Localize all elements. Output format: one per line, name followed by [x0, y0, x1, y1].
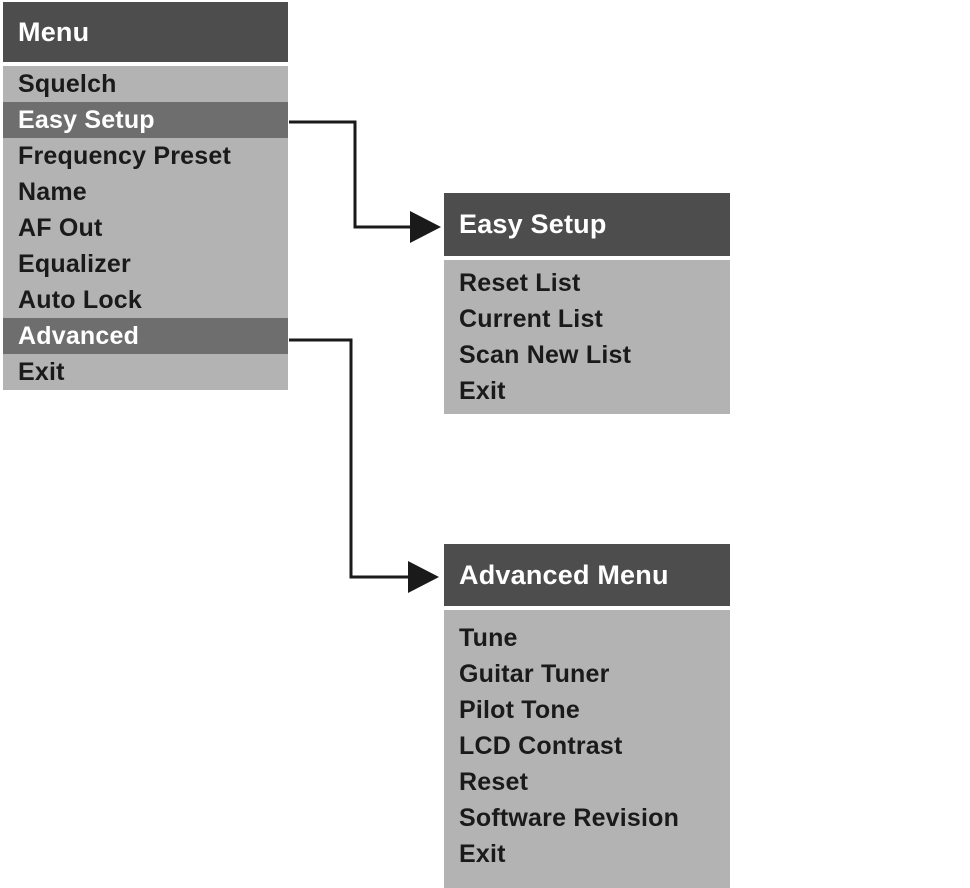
advanced-item-lcd-contrast[interactable]: LCD Contrast [459, 732, 623, 760]
arrowhead-easy-setup [410, 211, 441, 243]
arrow-advanced [289, 338, 439, 593]
easy-setup-menu-title: Easy Setup [444, 193, 730, 256]
easy-setup-item-exit[interactable]: Exit [459, 377, 506, 405]
main-menu-title: Menu [3, 2, 288, 62]
main-menu-item-easy-setup[interactable]: Easy Setup [3, 102, 288, 138]
main-menu-item-equalizer[interactable]: Equalizer [18, 250, 131, 278]
easy-setup-item-current-list[interactable]: Current List [459, 305, 604, 333]
easy-setup-menu-body: Reset List Current List Scan New List Ex… [444, 260, 730, 414]
advanced-menu-body: Tune Guitar Tuner Pilot Tone LCD Contras… [444, 610, 730, 888]
advanced-item-guitar-tuner[interactable]: Guitar Tuner [459, 660, 610, 688]
main-menu-body: Squelch Easy Setup Frequency Preset Name… [3, 66, 288, 390]
advanced-item-exit[interactable]: Exit [459, 840, 506, 868]
main-menu-item-frequency-preset[interactable]: Frequency Preset [18, 142, 232, 170]
arrowhead-advanced [408, 561, 439, 593]
main-menu-item-auto-lock[interactable]: Auto Lock [18, 286, 143, 314]
advanced-item-reset[interactable]: Reset [459, 768, 529, 796]
easy-setup-item-reset-list[interactable]: Reset List [459, 269, 581, 297]
main-menu-item-af-out[interactable]: AF Out [18, 214, 103, 242]
arrow-easy-setup [289, 120, 441, 243]
easy-setup-item-scan-new-list[interactable]: Scan New List [459, 341, 632, 369]
advanced-menu: Advanced Menu Tune Guitar Tuner Pilot To… [444, 544, 730, 888]
main-menu-item-name[interactable]: Name [18, 178, 87, 206]
main-menu-item-squelch[interactable]: Squelch [18, 70, 117, 98]
advanced-item-software-revision[interactable]: Software Revision [459, 804, 680, 832]
main-menu-item-advanced[interactable]: Advanced [3, 318, 288, 354]
advanced-item-pilot-tone[interactable]: Pilot Tone [459, 696, 580, 724]
easy-setup-menu: Easy Setup Reset List Current List Scan … [444, 193, 730, 414]
advanced-menu-title: Advanced Menu [444, 544, 730, 606]
advanced-item-tune[interactable]: Tune [459, 624, 518, 652]
main-menu-item-exit[interactable]: Exit [18, 358, 65, 386]
main-menu: Menu Squelch Easy Setup Frequency Preset… [3, 2, 288, 390]
